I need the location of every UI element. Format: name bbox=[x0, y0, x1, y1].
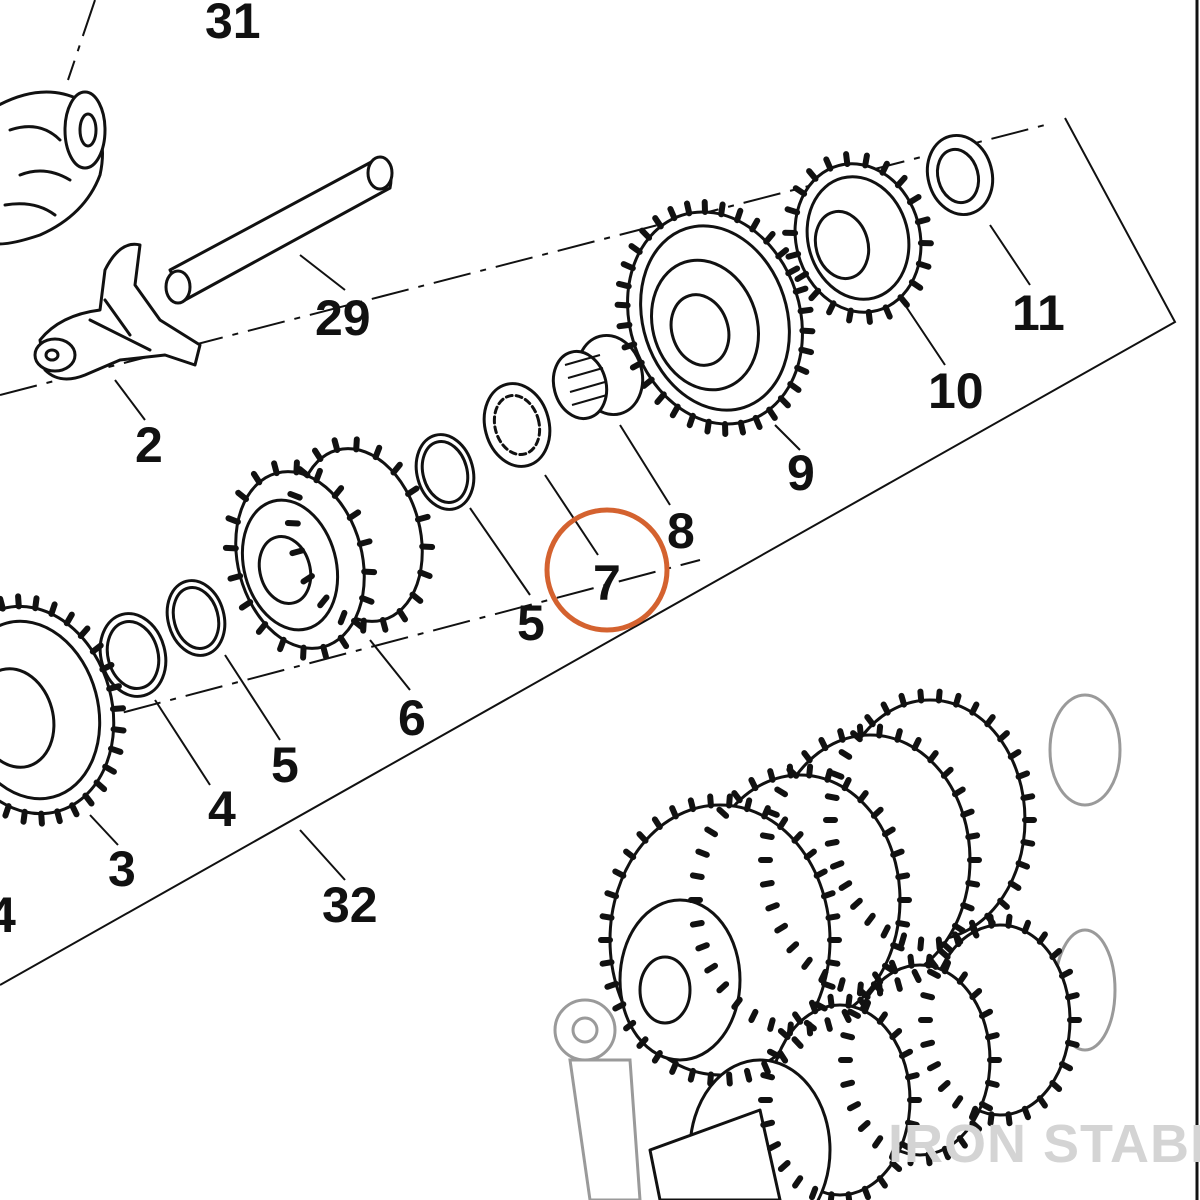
gear-6 bbox=[234, 447, 424, 650]
assembly-gear-b-teeth bbox=[758, 723, 982, 997]
leader-8 bbox=[619, 424, 671, 506]
label-part-3: 3 bbox=[108, 841, 136, 897]
gear-10 bbox=[793, 162, 923, 314]
label-part-29: 29 bbox=[315, 290, 371, 346]
leader-6 bbox=[369, 639, 411, 691]
gear-3-teeth bbox=[0, 593, 127, 827]
gear-9 bbox=[626, 210, 804, 426]
leader-5-lower bbox=[224, 654, 281, 741]
label-part-5-lower: 5 bbox=[271, 737, 299, 793]
assembly-gear-e-teeth bbox=[918, 913, 1082, 1127]
leader-2 bbox=[114, 379, 146, 421]
assembly-gear-f-teeth bbox=[838, 953, 1002, 1167]
gear-9-teeth bbox=[614, 199, 816, 437]
assembly-bracket bbox=[0, 117, 1177, 986]
label-part-32: 32 bbox=[322, 877, 378, 933]
leader-3 bbox=[89, 814, 119, 846]
label-part-9: 9 bbox=[787, 445, 815, 501]
shift-fork bbox=[33, 242, 202, 381]
shift-rod bbox=[164, 155, 394, 305]
leader-32 bbox=[299, 829, 346, 881]
watermark-text: IRON STABLE bbox=[888, 1114, 1200, 1174]
label-part-4: 4 bbox=[208, 781, 236, 837]
label-part-8: 8 bbox=[667, 503, 695, 559]
gear-10-teeth bbox=[782, 151, 934, 325]
label-part-10: 10 bbox=[928, 363, 984, 419]
shift-drum bbox=[0, 90, 107, 246]
label-part-11: 11 bbox=[1012, 285, 1065, 341]
leader-7 bbox=[544, 474, 599, 556]
washer-4 bbox=[98, 612, 168, 698]
label-part-4-edge: 4 bbox=[0, 887, 16, 943]
label-part-7: 7 bbox=[593, 555, 621, 611]
leader-11 bbox=[989, 224, 1031, 286]
leader-10 bbox=[904, 304, 946, 366]
axis-top bbox=[67, 0, 96, 81]
label-part-6: 6 bbox=[398, 690, 426, 746]
assembly-gear-d-teeth bbox=[598, 793, 842, 1087]
highlight-circle bbox=[544, 507, 670, 633]
needle-bearing-8 bbox=[551, 333, 645, 421]
snap-ring-5-lower bbox=[165, 579, 227, 657]
lower-axis bbox=[0, 559, 701, 746]
washer-11 bbox=[925, 133, 995, 217]
leader-5-upper bbox=[469, 507, 531, 596]
label-part-5-upper: 5 bbox=[517, 595, 545, 651]
assembly-gear-g-teeth bbox=[758, 993, 922, 1200]
splined-washer-7 bbox=[482, 382, 552, 468]
gearbox-assembly bbox=[553, 693, 1122, 1200]
label-part-31: 31 bbox=[205, 0, 261, 49]
gear-6-teeth-front bbox=[222, 459, 378, 661]
snap-ring-5-upper bbox=[414, 433, 476, 511]
leader-4 bbox=[154, 699, 211, 786]
leader-29 bbox=[299, 254, 346, 291]
leader-9 bbox=[774, 424, 801, 451]
label-part-2: 2 bbox=[135, 417, 163, 473]
assembly-gear-c-teeth bbox=[688, 763, 912, 1037]
